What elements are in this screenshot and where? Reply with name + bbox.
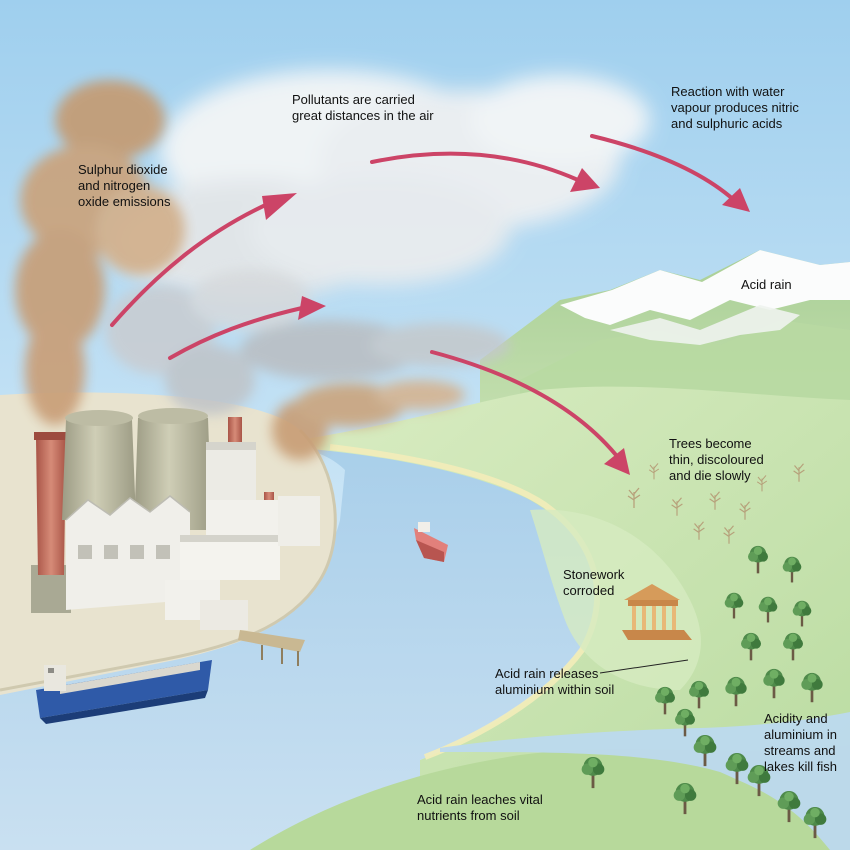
pollution-arrows — [110, 134, 736, 457]
stream — [440, 712, 850, 850]
leader-line — [599, 659, 689, 674]
label-emissions: Sulphur dioxide and nitrogen oxide emiss… — [78, 162, 171, 209]
cooling-tower-icon — [62, 412, 136, 520]
label-fish: Acidity and aluminium in streams and lak… — [764, 711, 837, 774]
ship-icon — [36, 660, 212, 724]
arrow-icon — [430, 350, 618, 457]
foreground-field — [250, 745, 850, 850]
arrow-icon — [168, 306, 304, 360]
cloud — [110, 70, 650, 300]
cooling-tower-icon — [134, 410, 212, 530]
brown-smoke-plume — [15, 80, 185, 425]
label-acid-rain: Acid rain — [741, 277, 792, 292]
label-stonework: Stonework corroded — [563, 567, 625, 598]
arrow-heads — [262, 168, 750, 475]
label-pollutants-carried: Pollutants are carried great distances i… — [292, 92, 434, 123]
label-nutrients: Acid rain leaches vital nutrients from s… — [417, 792, 543, 823]
arrow-icon — [110, 200, 274, 327]
arrow-icon — [590, 134, 736, 202]
arrow-icon — [370, 151, 580, 182]
power-station — [31, 408, 320, 666]
label-aluminium-soil: Acid rain releases aluminium within soil — [495, 666, 615, 697]
label-reaction: Reaction with water vapour produces nitr… — [671, 84, 799, 131]
boat-icon — [414, 522, 448, 562]
label-trees: Trees become thin, discoloured and die s… — [669, 436, 764, 483]
chimney-icon — [228, 417, 242, 447]
temple-icon — [622, 584, 692, 640]
grey-smoke-plume — [105, 270, 510, 415]
chimney-icon — [36, 438, 66, 575]
